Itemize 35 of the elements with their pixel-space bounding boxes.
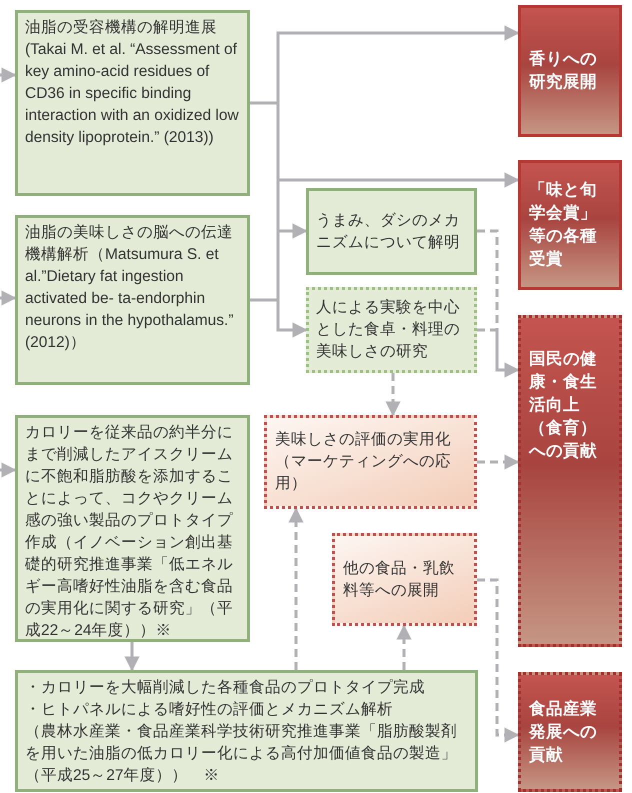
arrow — [288, 508, 304, 670]
node-text: 香りへの研究展開 — [529, 49, 598, 93]
arrow — [396, 624, 412, 670]
finding-box — [306, 287, 477, 373]
research-box — [15, 215, 250, 385]
node-text: 他の食品・乳飲料等への展開 — [343, 558, 456, 600]
outcome-box — [518, 672, 622, 792]
research-box — [15, 10, 250, 196]
node-text: 油脂の受容機構の解明進展 (Takai M. et al. “Assessment of key amino-acid residues of CD36 in specific binding interaction with an oxidized low density lipoprotein.” (2013)) — [25, 18, 240, 148]
node-text: 「味と旬学会賞」等の各種受賞 — [529, 180, 598, 270]
finding-box — [306, 188, 477, 275]
research-box — [15, 670, 478, 792]
outcome-box — [518, 315, 622, 647]
node-text: （農林水産業・食品産業科学技術研究推進事業「脂肪酸製剤を用いた油脂の低カロリー化による高付加価値食品の製造」（平成25～27年度）） ※ — [25, 722, 458, 786]
application-box — [264, 415, 477, 509]
node-text: 美味しさの評価の実用化（マーケティングへの応用） — [275, 430, 452, 494]
node-text: 人による実験を中心とした食卓・料理の美味しさの研究 — [316, 298, 461, 362]
arrow — [477, 328, 520, 378]
arrow — [124, 642, 140, 672]
node-text: 食品産業発展への貢献 — [529, 698, 598, 766]
arrow — [386, 373, 400, 416]
node-text: ・ヒトパネルによる嗜好性の評価とメカニズム解析 — [25, 700, 394, 720]
node-text: カロリーを従来品の約半分にまで削減したアイスクリームに不飽和脂肪酸を添加することによって、コクやクリーム感の強い製品のプロトタイプ作成（イノベーション創出基礎的研究推進事業「低エネルギー高嗜好性油脂を含む食品の実用化に関する研究」（平成22～24年度））※ — [25, 423, 234, 641]
node-text: 国民の健康・食生活向上（食育）への貢献 — [529, 349, 598, 462]
arrow — [0, 462, 16, 478]
application-box — [332, 533, 477, 626]
node-text: うまみ、ダシのメカニズムについて解明 — [316, 210, 461, 252]
outcome-box — [518, 5, 622, 137]
arrow — [0, 290, 16, 306]
arrow — [477, 454, 520, 470]
node-text: ・カロリーを大幅削減した各種食品のプロトタイプ完成 — [25, 678, 426, 698]
arrow — [0, 68, 16, 82]
arrow — [477, 578, 520, 742]
node-text: 油脂の美味しさの脳への伝達機構解析（Matsumura S. et al.”Dietary fat ingestion activated be- ta-endorphin neurons in the hypothalamus.” (2012)） — [25, 222, 235, 353]
outcome-box — [518, 160, 622, 290]
